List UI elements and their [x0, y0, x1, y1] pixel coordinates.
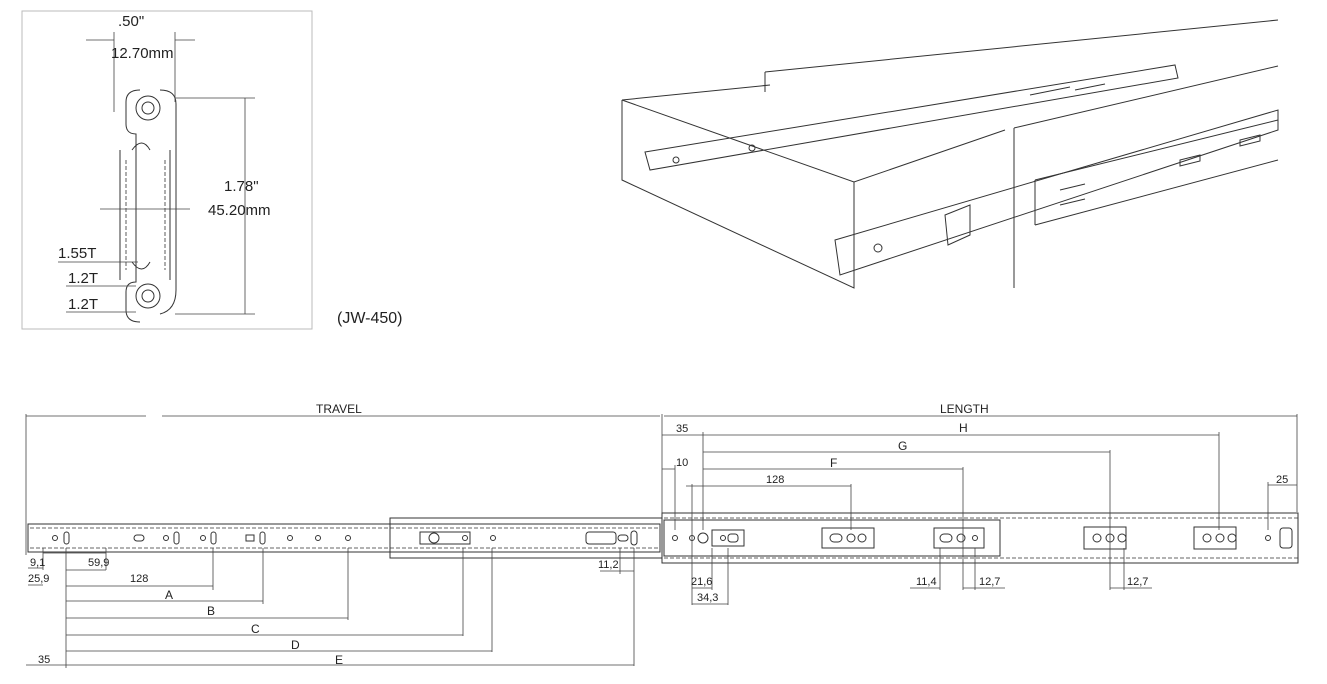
- dim-21-6: 21,6: [691, 576, 712, 588]
- thickness-1: 1.55T: [58, 245, 96, 262]
- length-label: LENGTH: [940, 402, 989, 416]
- dim-A: A: [165, 588, 173, 602]
- profile-height-in: 1.78": [224, 178, 259, 195]
- dim-H: H: [959, 421, 968, 435]
- dim-25: 25: [1276, 474, 1288, 486]
- dim-B: B: [207, 604, 215, 618]
- dim-F: F: [830, 456, 837, 470]
- dim-59-9: 59,9: [88, 557, 109, 569]
- thickness-2: 1.2T: [68, 270, 98, 287]
- dim-D: D: [291, 638, 300, 652]
- dim-C: C: [251, 622, 260, 636]
- profile-width-mm: 12.70mm: [111, 45, 174, 62]
- dim-35-left: 35: [38, 654, 50, 666]
- profile-width-in: .50": [118, 13, 144, 30]
- dim-34-3: 34,3: [697, 592, 718, 604]
- isometric-drawer-view: [621, 19, 1279, 289]
- model-label: (JW-450): [337, 310, 403, 327]
- dim-E: E: [335, 653, 343, 667]
- dim-128: 128: [130, 573, 148, 585]
- right-dimensions: 35 H G F 10 128 25 21,6 34,3 11,4 12,7 1…: [662, 421, 1297, 605]
- thickness-3: 1.2T: [68, 296, 98, 313]
- left-dimensions: 9,1 25,9 59,9 128 A B C D E 35 11,2: [26, 548, 635, 668]
- dim-128-right: 128: [766, 474, 784, 486]
- travel-label: TRAVEL: [316, 402, 362, 416]
- dim-10: 10: [676, 457, 688, 469]
- dim-12-7-a: 12,7: [979, 576, 1000, 588]
- dim-11-4: 11,4: [916, 576, 937, 588]
- dim-35-right: 35: [676, 423, 688, 435]
- profile-height-mm: 45.20mm: [208, 202, 271, 219]
- dim-9-1: 9,1: [30, 557, 45, 569]
- dim-25-9: 25,9: [28, 573, 49, 585]
- slide-rails: [27, 512, 1299, 564]
- dim-12-7-b: 12,7: [1127, 576, 1148, 588]
- dim-11-2: 11,2: [598, 559, 619, 571]
- dim-G: G: [898, 439, 907, 453]
- cross-section-profile: .50" 12.70mm 1.78" 45.20mm 1.55T 1.2T 1.…: [21, 10, 313, 330]
